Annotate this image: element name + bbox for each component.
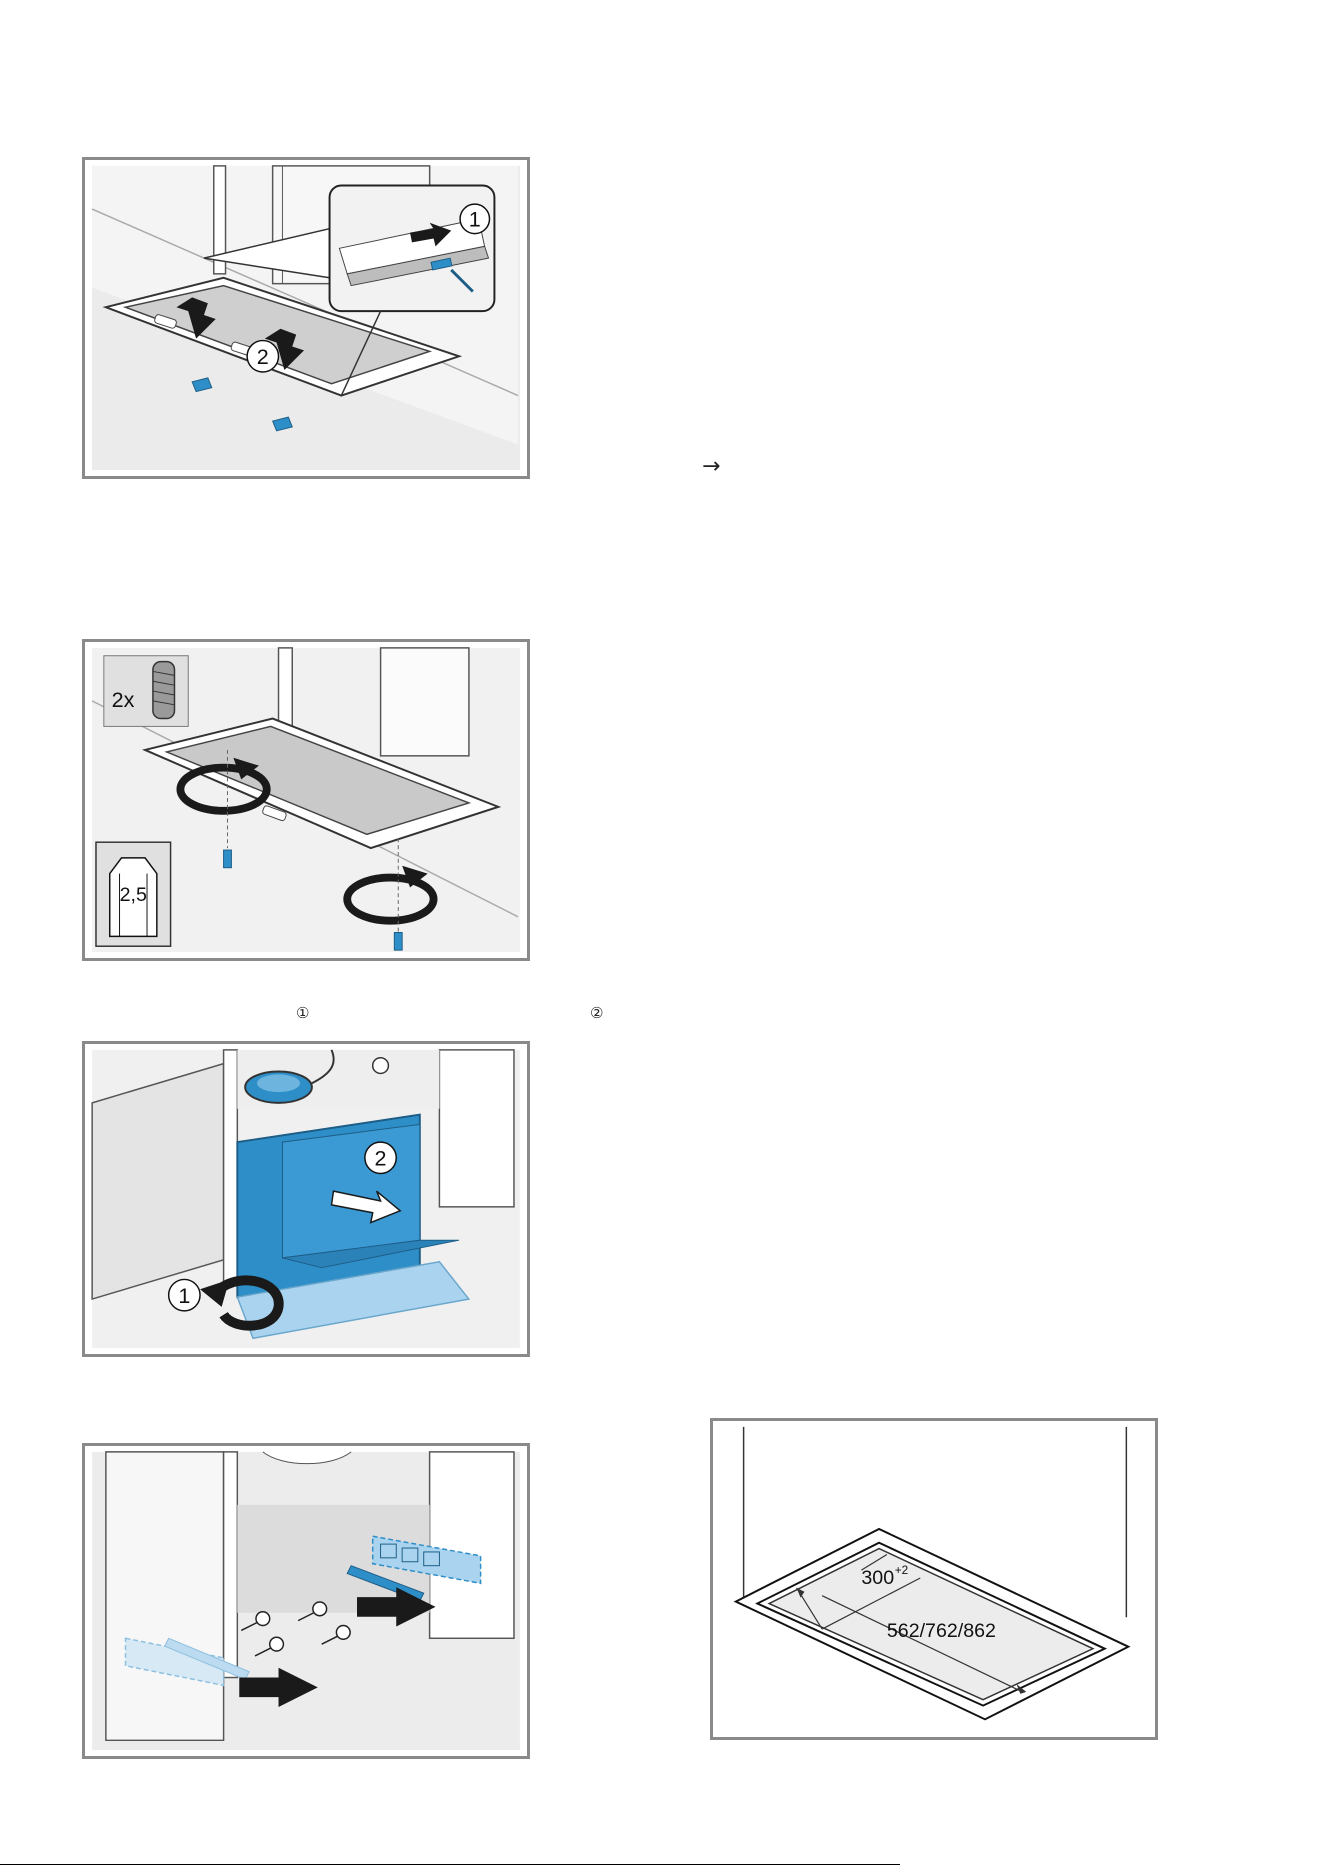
reference-arrow: →	[702, 454, 720, 479]
footer-rule-tick	[884, 1864, 900, 1865]
callout-number: 2	[257, 344, 269, 369]
width-dimension: 300	[861, 1567, 894, 1589]
figure-filter-removal: 2 1	[82, 157, 530, 479]
cutout-dimensions-illustration: 300 +2 562/762/862	[713, 1421, 1155, 1737]
callout-number: 2	[375, 1146, 387, 1171]
width-tolerance: +2	[895, 1564, 908, 1577]
reference-symbol-1: ①	[296, 1004, 309, 1022]
reference-symbol-2: ②	[590, 1004, 603, 1022]
screw-removal-illustration: 2x 2,5	[85, 642, 527, 958]
length-dimension: 562/762/862	[887, 1620, 996, 1642]
callout-number: 1	[469, 207, 481, 232]
panel-removal-illustration: 2 1	[85, 1044, 527, 1354]
callout-number: 1	[178, 1283, 190, 1308]
filter-removal-illustration: 2 1	[85, 160, 527, 476]
figure-screw-removal: 2x 2,5	[82, 639, 530, 961]
quantity-label: 2x	[112, 687, 135, 712]
tool-size-label: 2,5	[120, 884, 147, 906]
figure-panel-removal: 2 1	[82, 1041, 530, 1357]
footer-rule	[0, 1864, 900, 1865]
figure-cutout-dimensions: 300 +2 562/762/862	[710, 1418, 1158, 1740]
bracket-mounting-illustration	[85, 1446, 527, 1756]
figure-bracket-mounting	[82, 1443, 530, 1759]
